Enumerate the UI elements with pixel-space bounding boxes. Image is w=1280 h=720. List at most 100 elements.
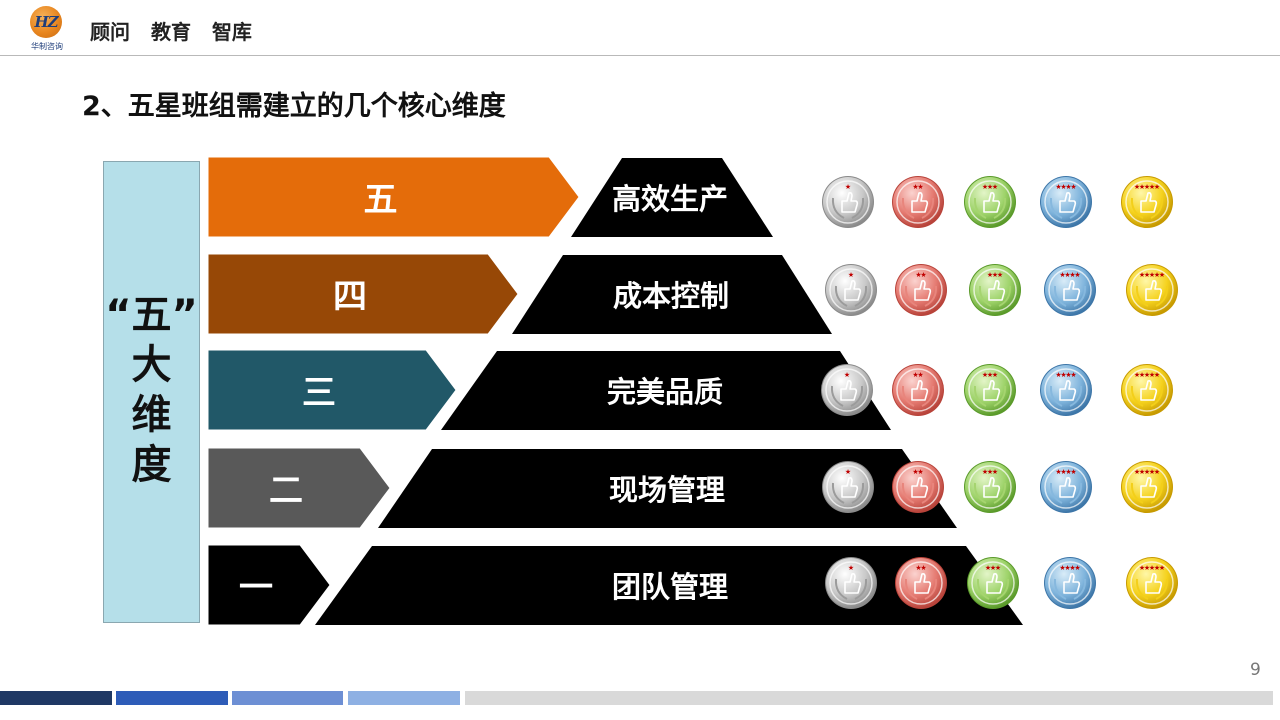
svg-text:★: ★ — [1134, 183, 1140, 191]
svg-text:★: ★ — [1065, 371, 1071, 379]
star-badge-icon: ★★★★ — [1040, 461, 1092, 513]
svg-text:★: ★ — [985, 564, 991, 572]
tagline-item-education: 教育 — [150, 20, 191, 44]
svg-text:★: ★ — [1154, 271, 1160, 279]
svg-text:★: ★ — [987, 183, 993, 191]
svg-text:★: ★ — [1059, 271, 1065, 279]
company-logo: HZ 华制咨询 — [26, 6, 68, 52]
svg-text:★: ★ — [1149, 468, 1155, 476]
star-badge-icon: ★★★ — [964, 364, 1016, 416]
svg-text:★: ★ — [1154, 468, 1160, 476]
svg-text:★: ★ — [1139, 271, 1145, 279]
svg-text:★: ★ — [1070, 468, 1076, 476]
tagline-item-thinktank: 智库 — [211, 20, 252, 44]
svg-text:★: ★ — [992, 371, 998, 379]
star-badge-icon: ★ — [822, 461, 874, 513]
star-badge-icon: ★★★★★ — [1126, 264, 1178, 316]
dimension-label-3: 完美品质 — [607, 375, 723, 409]
svg-text:★: ★ — [987, 468, 993, 476]
svg-text:★: ★ — [915, 271, 921, 279]
svg-text:★: ★ — [1144, 468, 1150, 476]
svg-text:★: ★ — [1064, 271, 1070, 279]
level-arrow-4 — [207, 447, 391, 529]
svg-text:★: ★ — [1159, 271, 1165, 279]
footer-segment-3 — [232, 691, 343, 705]
svg-text:★: ★ — [1139, 468, 1145, 476]
star-badge-icon: ★★★ — [964, 461, 1016, 513]
svg-text:★: ★ — [1139, 564, 1145, 572]
star-badge-icon: ★★ — [895, 264, 947, 316]
svg-text:★: ★ — [1149, 271, 1155, 279]
level-number-5: 一 — [239, 568, 273, 608]
star-badge-icon: ★★★★ — [1044, 557, 1096, 609]
svg-text:★: ★ — [982, 468, 988, 476]
svg-text:★: ★ — [1149, 183, 1155, 191]
header-divider — [0, 55, 1280, 56]
footer-segment-4 — [348, 691, 460, 705]
svg-text:★: ★ — [915, 564, 921, 572]
star-badge-icon: ★★ — [892, 176, 944, 228]
star-badge-icon: ★★★ — [969, 264, 1021, 316]
star-badge-icon: ★★★★★ — [1126, 557, 1178, 609]
level-arrow-1 — [207, 156, 580, 238]
svg-text:★: ★ — [1154, 564, 1160, 572]
svg-text:★: ★ — [987, 271, 993, 279]
svg-text:★: ★ — [1159, 564, 1165, 572]
svg-text:★: ★ — [1149, 371, 1155, 379]
svg-text:★: ★ — [1070, 371, 1076, 379]
footer-segment-2 — [116, 691, 228, 705]
svg-text:★: ★ — [917, 468, 923, 476]
svg-text:★: ★ — [1055, 468, 1061, 476]
level-number-4: 二 — [269, 471, 303, 511]
star-badge-icon: ★★ — [895, 557, 947, 609]
level-arrow-3 — [207, 349, 457, 431]
svg-text:★: ★ — [992, 468, 998, 476]
page-number: 9 — [1250, 660, 1261, 680]
tagline-item-consulting: 顾问 — [90, 20, 130, 44]
star-badge-icon: ★ — [825, 557, 877, 609]
dimension-label-2: 成本控制 — [613, 279, 729, 313]
five-dimensions-label: “五”大维度 — [105, 292, 198, 488]
svg-text:★: ★ — [1069, 564, 1075, 572]
svg-text:★: ★ — [1055, 183, 1061, 191]
svg-text:★: ★ — [1144, 183, 1150, 191]
svg-text:★: ★ — [997, 271, 1003, 279]
star-badge-icon: ★★★★★ — [1121, 364, 1173, 416]
svg-text:★: ★ — [1060, 371, 1066, 379]
svg-text:★: ★ — [982, 371, 988, 379]
footer-segment-1 — [0, 691, 112, 705]
svg-text:★: ★ — [848, 271, 854, 279]
star-badge-icon: ★ — [825, 264, 877, 316]
star-badge-icon: ★ — [822, 176, 874, 228]
svg-text:★: ★ — [1144, 271, 1150, 279]
svg-text:★: ★ — [1060, 468, 1066, 476]
star-badge-icon: ★★★ — [967, 557, 1019, 609]
level-arrow-5 — [207, 544, 331, 626]
svg-text:★: ★ — [1139, 183, 1145, 191]
svg-text:★: ★ — [1144, 371, 1150, 379]
svg-text:★: ★ — [1065, 468, 1071, 476]
svg-text:★: ★ — [1144, 564, 1150, 572]
svg-text:★: ★ — [920, 564, 926, 572]
logo-circle-icon — [30, 6, 62, 38]
level-number-2: 四 — [333, 277, 367, 317]
svg-text:★: ★ — [912, 468, 918, 476]
slide-title: 2、五星班组需建立的几个核心维度 — [82, 91, 506, 122]
svg-text:★: ★ — [1134, 468, 1140, 476]
svg-text:★: ★ — [1064, 564, 1070, 572]
star-badge-icon: ★★★★ — [1044, 264, 1096, 316]
svg-text:★: ★ — [1070, 183, 1076, 191]
footer-segment-5 — [465, 691, 1273, 705]
svg-text:★: ★ — [1065, 183, 1071, 191]
svg-text:★: ★ — [1074, 271, 1080, 279]
svg-text:★: ★ — [987, 371, 993, 379]
svg-text:★: ★ — [1134, 371, 1140, 379]
svg-text:★: ★ — [995, 564, 1001, 572]
svg-text:★: ★ — [848, 564, 854, 572]
dimension-label-1: 高效生产 — [612, 182, 728, 216]
star-badge-icon: ★★★★ — [1040, 364, 1092, 416]
level-number-3: 三 — [302, 373, 336, 413]
level-arrow-2 — [207, 253, 519, 335]
svg-text:★: ★ — [917, 183, 923, 191]
five-dimensions-label-box: “五”大维度 — [103, 161, 200, 623]
